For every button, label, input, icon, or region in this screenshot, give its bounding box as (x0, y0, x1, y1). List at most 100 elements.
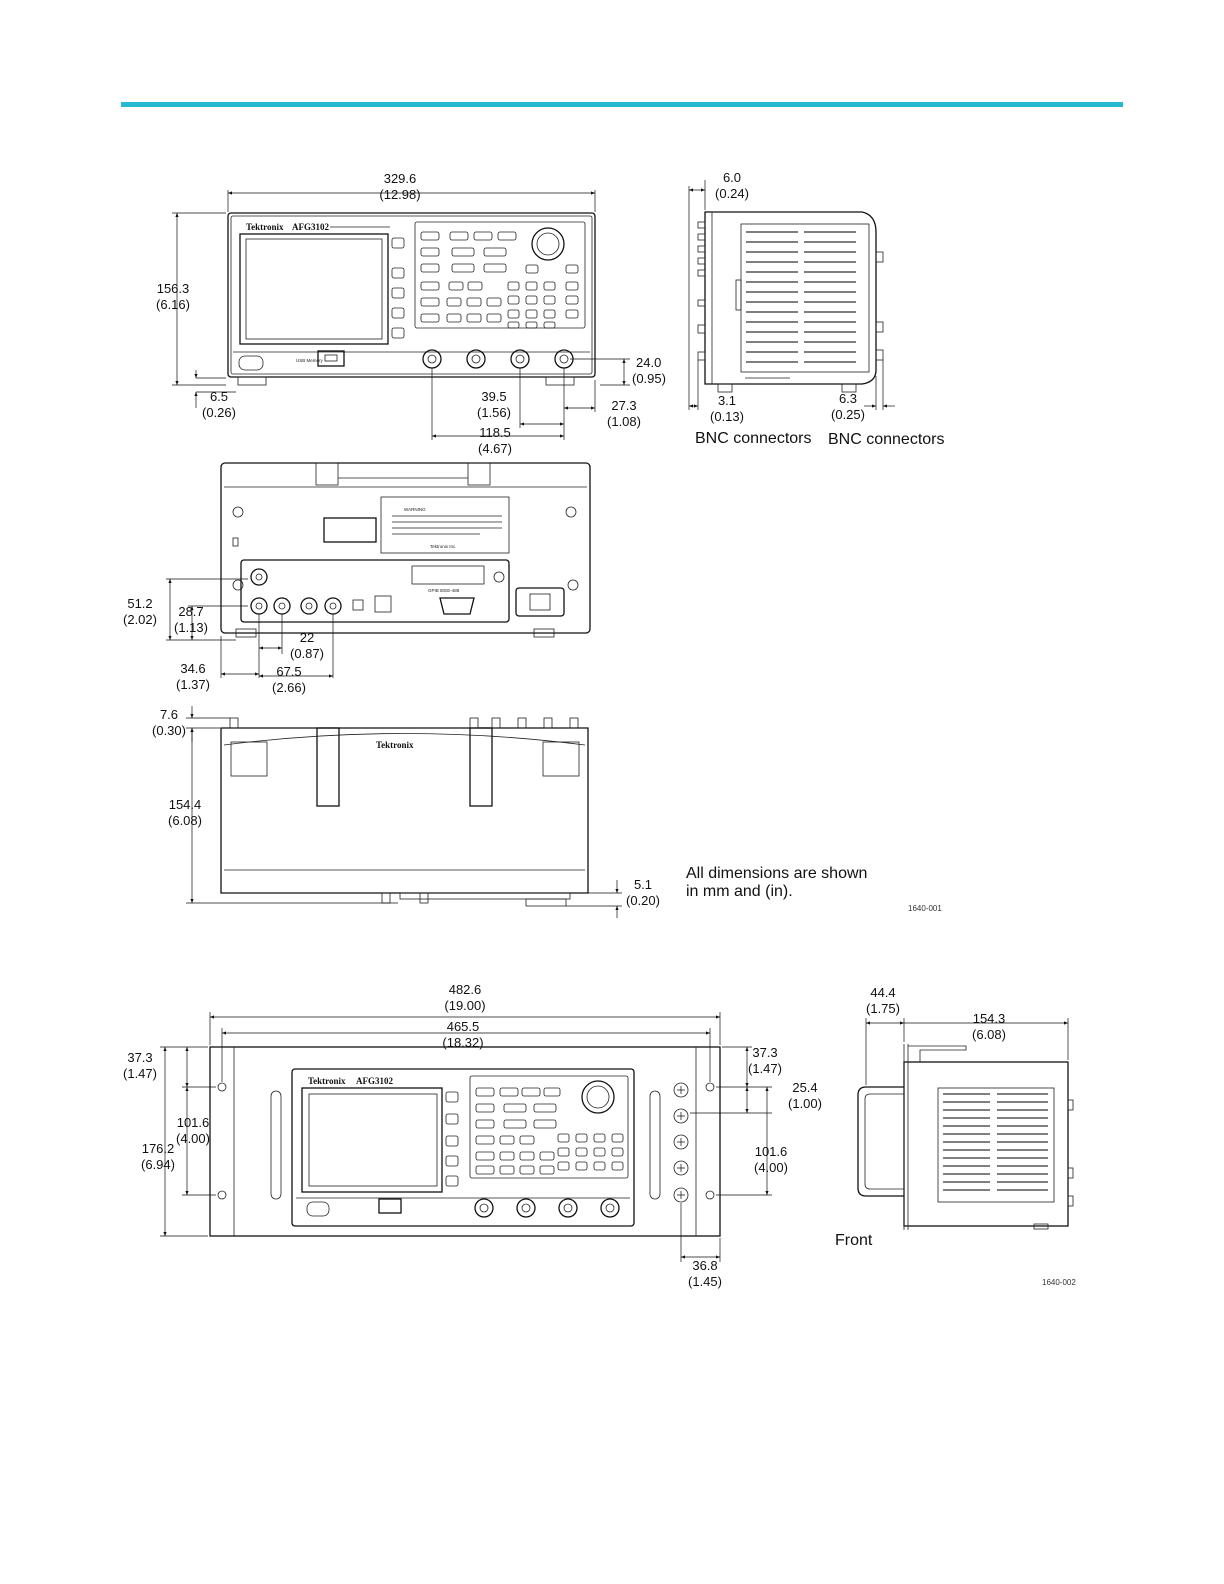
dim-side-right-bnc-mm: 6.3 (839, 391, 857, 406)
rack-side-view: 44.4 (1.75) 154.3 (6.08) Front (835, 985, 1074, 1249)
dim-rack-right-top-in: (1.47) (748, 1061, 782, 1076)
rack-side-chassis (903, 1061, 1069, 1227)
dim-bnc-span-mm: 118.5 (479, 425, 511, 440)
dim-top-depth-in: (6.08) (168, 813, 202, 828)
top-handle-left (316, 727, 340, 807)
gpib-connector (439, 597, 475, 615)
front-chassis (227, 212, 596, 378)
front-screen (245, 238, 383, 340)
dim-top-handle-in: (0.30) (152, 723, 186, 738)
side-right-bnc-caption: BNC connectors (828, 431, 945, 448)
figure1-id: 1640-001 (908, 904, 942, 913)
dim-rear-spacing-in: (0.87) (290, 646, 324, 661)
rear-screw (232, 506, 244, 518)
warning-text-lines (392, 515, 502, 535)
power-inlet-socket (529, 593, 551, 611)
dim-side-right-bnc-in: (0.25) (831, 407, 865, 422)
top-chassis (220, 727, 589, 894)
dim-side-top-in: (0.24) (715, 186, 749, 201)
rear-chassis (220, 462, 591, 634)
rack-side-rear-bnc (1067, 1099, 1074, 1207)
dim-rack-right-edge-mm: 36.8 (692, 1258, 717, 1273)
dim-top-foot-mm: 5.1 (634, 877, 652, 892)
side-left-bnc-caption: BNC connectors (695, 430, 812, 447)
top-cover-curve (223, 733, 586, 746)
side-vent-panel (740, 223, 870, 373)
rack-hole (217, 1082, 227, 1092)
rack-side-bracket (908, 1045, 967, 1062)
usb-memory-label: USB Memory (296, 358, 324, 363)
rack-front-view: Tektronix AFG3102 (123, 982, 822, 1289)
dim-rack-hole-pitch-mm: 25.4 (792, 1080, 817, 1095)
dim-rack-hole-vertical-in: (4.00) (176, 1131, 210, 1146)
rack-side-vent-panel (937, 1087, 1055, 1203)
front-view: Tektronix AFG3102 USB Memory (156, 171, 666, 456)
rack-hole (705, 1082, 715, 1092)
top-front-knobs (381, 892, 571, 907)
dim-rack-overall-mm: 482.6 (449, 982, 482, 997)
dimensions-note-line1: All dimensions are shown (686, 865, 867, 882)
dimensions-note-line2: in mm and (in). (686, 883, 793, 900)
rack-rotary-knob-inner (586, 1085, 610, 1109)
front-screen-frame (239, 233, 389, 345)
rack-model-label: AFG3102 (356, 1076, 393, 1086)
dim-rear-h1-mm: 51.2 (127, 596, 152, 611)
dim-rack-holes-mm: 465.5 (447, 1019, 480, 1034)
dim-rack-overall-in: (19.00) (444, 998, 485, 1013)
dim-side-top-mm: 6.0 (723, 170, 741, 185)
rack-mount-positions (673, 1082, 689, 1203)
dim-rear-span-in: (2.66) (272, 680, 306, 695)
dim-rack-side-handle-mm: 44.4 (870, 985, 895, 1000)
function-key-rows (420, 231, 517, 323)
dim-rear-span-mm: 67.5 (276, 664, 301, 679)
dim-front-foot-in: (0.26) (202, 405, 236, 420)
front-foot-right (545, 376, 575, 386)
rack-power-button (306, 1201, 330, 1217)
rack-bezel-buttons (445, 1091, 459, 1187)
side-view: 6.0 (0.24) 3.1 (0.13) 6.3 (0.25) BNC con… (688, 170, 945, 448)
rotary-knob (531, 227, 565, 261)
rear-screw (565, 506, 577, 518)
dim-rear-h2-in: (1.13) (174, 620, 208, 635)
ground-terminal (493, 571, 505, 583)
front-bnc-connectors (422, 349, 574, 369)
rear-bnc-connectors (250, 568, 342, 615)
figure2-id: 1640-002 (1042, 1278, 1076, 1287)
control-panel (414, 221, 586, 329)
rear-handle-right (467, 462, 491, 486)
side-handle-latch (735, 279, 742, 311)
dim-rack-holes-in: (18.32) (442, 1035, 483, 1050)
top-view: Tektronix 7.6 (0.30) (152, 706, 660, 918)
side-chassis (704, 211, 877, 385)
rack-bnc-connectors (474, 1198, 620, 1218)
rotary-knob-inner (536, 232, 560, 256)
rack-panel (209, 1046, 721, 1237)
rear-foot-left (235, 628, 257, 638)
side-foot-front (717, 383, 733, 393)
rack-brand-logo: Tektronix (308, 1076, 346, 1086)
rear-handle-left (315, 462, 339, 486)
dim-bnc-height-in: (0.95) (632, 371, 666, 386)
dim-rack-right-edge-in: (1.45) (688, 1274, 722, 1289)
front-model-label: AFG3102 (292, 222, 329, 232)
side-front-knobs (697, 221, 706, 361)
power-button (238, 355, 264, 371)
usb-port (317, 350, 345, 367)
rack-instrument (291, 1068, 635, 1227)
rear-screw (232, 579, 244, 591)
rear-lock-icon (232, 537, 239, 547)
dim-rear-edge-in: (1.37) (176, 677, 210, 692)
rack-keys (475, 1087, 624, 1175)
front-foot-left (237, 376, 267, 386)
rear-screw (567, 579, 579, 591)
rack-side-vent-slots (943, 1093, 1048, 1191)
dim-bnc-height-mm: 24.0 (636, 355, 661, 370)
dim-rack-hole-pitch-in: (1.00) (788, 1096, 822, 1111)
rear-view: WARNING Tektronix Inc. GPIB IEEE-488 (123, 462, 591, 695)
dim-front-height-in: (6.16) (156, 297, 190, 312)
top-rear-connectors (229, 717, 579, 729)
dim-rack-height-mm: 176.2 (142, 1141, 175, 1156)
dim-rear-h2-mm: 28.7 (178, 604, 203, 619)
